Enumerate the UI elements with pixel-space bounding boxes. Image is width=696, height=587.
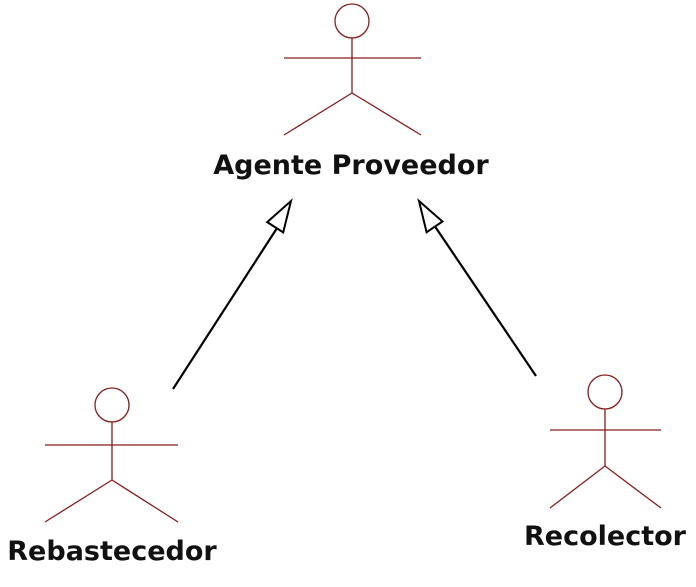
hollow-triangle-arrowhead	[417, 198, 445, 234]
actor-label: Recolector	[524, 521, 687, 552]
generalization-recolector-to-agente-proveedor	[417, 198, 537, 377]
hollow-triangle-arrowhead	[265, 198, 293, 234]
generalization-line	[431, 221, 537, 377]
generalization-line	[172, 224, 280, 390]
actor-label: Rebastecedor	[7, 536, 217, 567]
stick-figure-icon	[549, 374, 662, 509]
actor-label: Agente Proveedor	[213, 150, 489, 181]
stick-figure-icon	[44, 387, 179, 523]
actor-recolector[interactable]: Recolector	[524, 374, 687, 552]
generalization-rebastecedor-to-agente-proveedor	[172, 198, 293, 390]
actor-rebastecedor[interactable]: Rebastecedor	[7, 387, 217, 567]
actor-agente-proveedor[interactable]: Agente Proveedor	[213, 3, 489, 181]
stick-figure-icon	[283, 3, 422, 136]
